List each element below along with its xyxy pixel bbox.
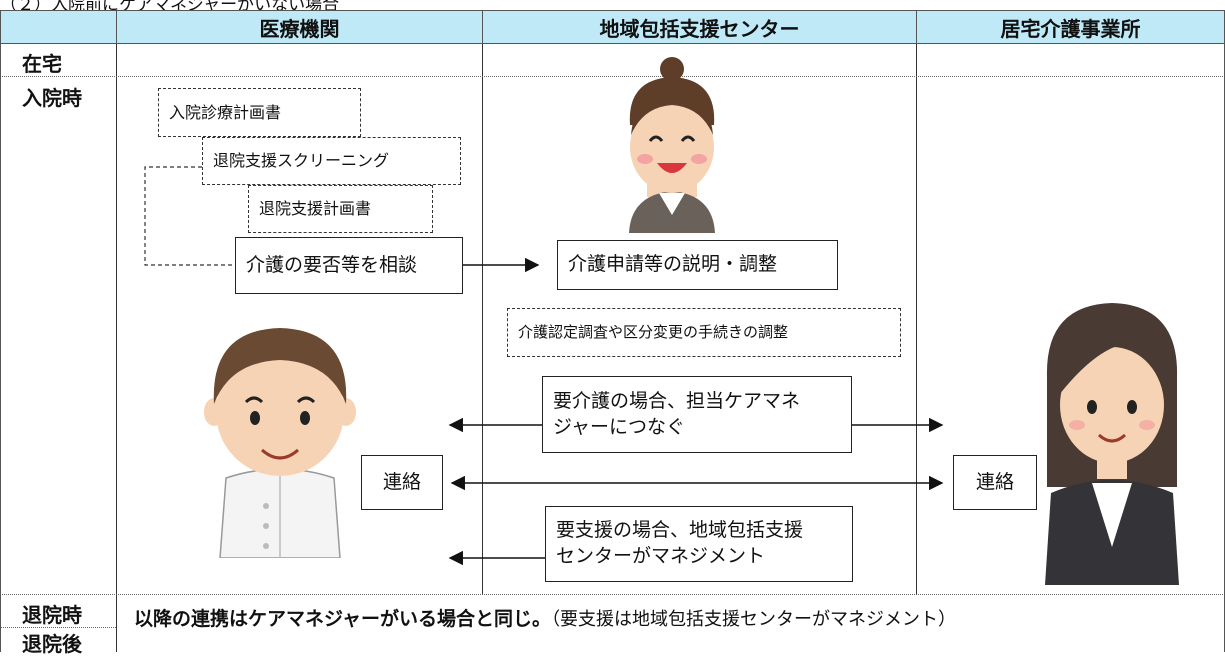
stage-home: 在宅: [22, 52, 62, 76]
contact-hospital-box: 連絡: [361, 455, 443, 510]
care-box: 要介護の場合、担当ケアマネ ジャーにつなぐ: [542, 376, 852, 453]
screening-bracket-line: [144, 166, 235, 266]
consult-box: 介護の要否等を相談: [235, 237, 463, 294]
hospital-staff-illustration: [204, 328, 356, 558]
footer-paren: （要支援は地域包括支援センターがマネジメント）: [551, 609, 957, 630]
discharge-plan-box: 退院支援計画書: [248, 185, 433, 233]
header-center: 地域包括支援センター: [482, 10, 917, 44]
center-staff-illustration: [629, 57, 715, 233]
header-hospital: 医療機関: [116, 10, 483, 44]
stage-admission: 入院時: [22, 86, 82, 110]
support-box: 要支援の場合、地域包括支援 センターがマネジメント: [545, 506, 853, 582]
adjust-box: 介護認定調査や区分変更の手続きの調整: [507, 308, 901, 357]
care-office-staff-illustration: [1045, 303, 1179, 585]
admission-plan-box: 入院診療計画書: [158, 88, 361, 137]
table-left-border: [0, 10, 1, 652]
care-line-2: ジャーにつなぐ: [553, 415, 686, 438]
support-line-1: 要支援の場合、地域包括支援: [556, 519, 804, 542]
row-divider-home: [0, 76, 1225, 77]
care-line-1: 要介護の場合、担当ケアマネ: [553, 389, 801, 412]
contact-care-office-box: 連絡: [953, 455, 1037, 510]
row-divider-admission: [0, 594, 1225, 595]
header-care-office: 居宅介護事業所: [916, 10, 1225, 44]
column-divider-hospital: [482, 44, 483, 594]
stage-discharge: 退院時: [22, 603, 82, 627]
support-line-2: センターがマネジメント: [556, 545, 766, 567]
row-divider-discharge: [0, 627, 116, 628]
footer-main: 以降の連携はケアマネジャーがいる場合と同じ。: [134, 608, 552, 630]
footer-note: 以降の連携はケアマネジャーがいる場合と同じ。（要支援は地域包括支援センターがマネ…: [134, 604, 956, 631]
column-divider-center: [916, 44, 917, 594]
discharge-screening-box: 退院支援スクリーニング: [202, 137, 461, 185]
explain-box: 介護申請等の説明・調整: [557, 240, 838, 290]
column-divider-stage: [116, 44, 117, 652]
